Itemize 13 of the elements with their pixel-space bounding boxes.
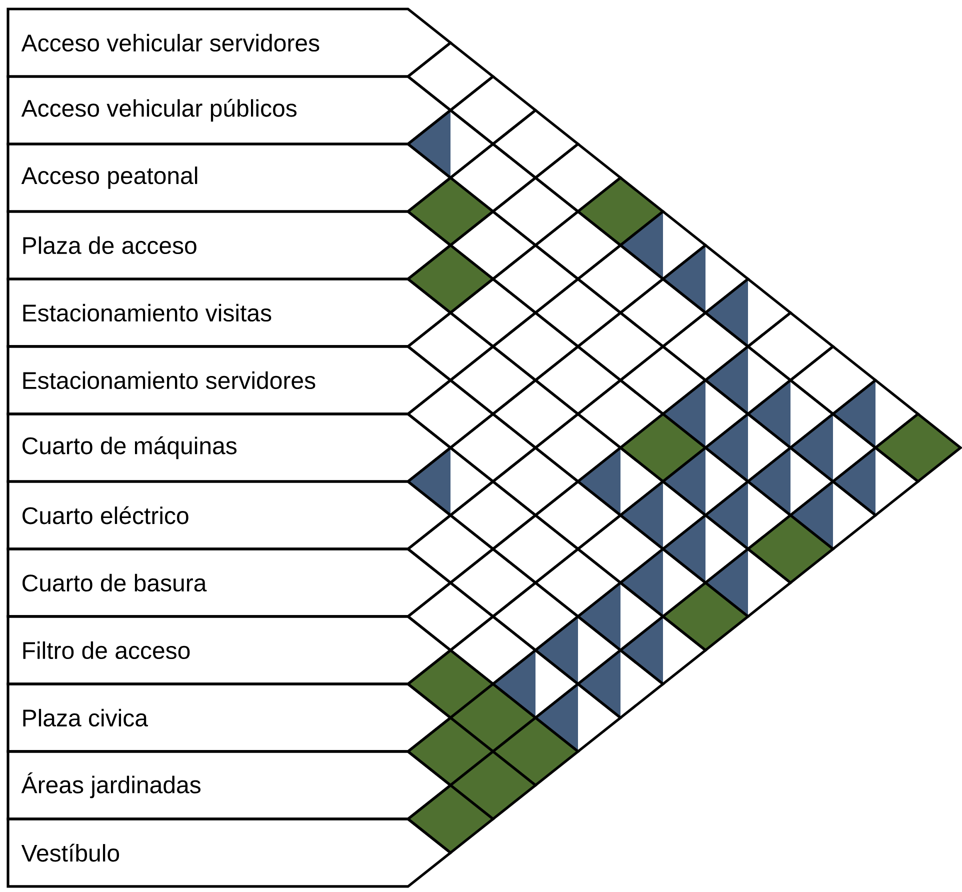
row-box: Estacionamiento visitas <box>6 278 453 348</box>
row-box: Cuarto eléctrico <box>6 480 453 550</box>
row-box: Estacionamiento servidores <box>6 345 453 416</box>
row-box: Cuarto de máquinas <box>6 412 453 483</box>
row-box: Filtro de acceso <box>6 615 453 686</box>
row-box: Áreas jardinadas <box>6 750 453 820</box>
row-box: Cuarto de basura <box>6 548 453 618</box>
row-box: Vestíbulo <box>6 818 453 888</box>
row-box: Plaza civica <box>6 682 453 753</box>
row-box: Acceso vehicular servidores <box>6 8 453 78</box>
row-box: Acceso peatonal <box>6 142 453 213</box>
row-box: Acceso vehicular públicos <box>6 75 453 146</box>
row-box: Plaza de acceso <box>6 210 453 280</box>
